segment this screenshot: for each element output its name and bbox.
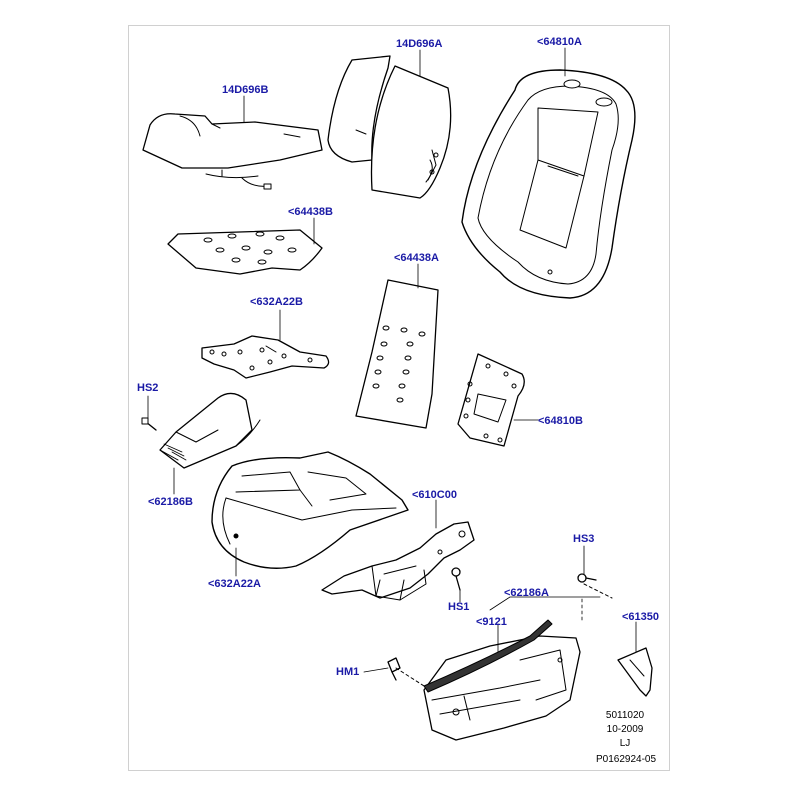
callout-610C00: <610C00 [412, 489, 457, 501]
part-610C00-seat-frame [321, 521, 475, 601]
part-64810A-back-frame [461, 69, 636, 299]
part-9121-seal-strip [423, 619, 553, 693]
part-62186B-inner-trim [159, 392, 261, 469]
callout-HS1: HS1 [448, 601, 470, 613]
part-HS3-screw [577, 573, 613, 599]
callout-HS2: HS2 [137, 382, 159, 394]
callout-14D696B: 14D696B [222, 84, 269, 96]
part-64438B-cushion-pad [167, 229, 323, 275]
part-HS1-screw [451, 567, 461, 591]
part-14D696B-heater-mat [142, 113, 323, 190]
callout-64810A: <64810A [537, 36, 582, 48]
part-64438A-back-pad [355, 279, 439, 429]
diagram-date: 10-2009 [606, 724, 644, 735]
callout-HS3: HS3 [573, 533, 595, 545]
part-HS2-screw [141, 417, 157, 431]
callout-632A22B: <632A22B [250, 296, 303, 308]
part-64810B-back-bracket [457, 353, 525, 447]
diagram-reference: P0162924-05 [595, 754, 657, 765]
part-14D696A-back-heater [327, 55, 452, 199]
part-632A22B-cushion-bracket [201, 335, 330, 379]
part-HM1-clip [387, 657, 425, 687]
diagram-initials: LJ [619, 738, 631, 749]
callout-62186B: <62186B [148, 496, 193, 508]
callout-14D696A: 14D696A [396, 38, 443, 50]
diagram-frame [128, 25, 670, 771]
callout-64438B: <64438B [288, 206, 333, 218]
part-61350-cover [617, 647, 653, 697]
callout-64810B: <64810B [538, 415, 583, 427]
callout-64438A: <64438A [394, 252, 439, 264]
diagram-code: 5011020 [605, 710, 645, 721]
leader-lines [147, 47, 637, 673]
part-632A22A-seat-cushion [211, 451, 409, 569]
callout-61350: <61350 [622, 611, 660, 623]
callout-62186A: <62186A [504, 587, 549, 599]
callout-HM1: HM1 [336, 666, 360, 678]
callout-9121: <9121 [476, 616, 507, 628]
part-62186A-outer-trim [423, 635, 581, 741]
callout-632A22A: <632A22A [208, 578, 261, 590]
